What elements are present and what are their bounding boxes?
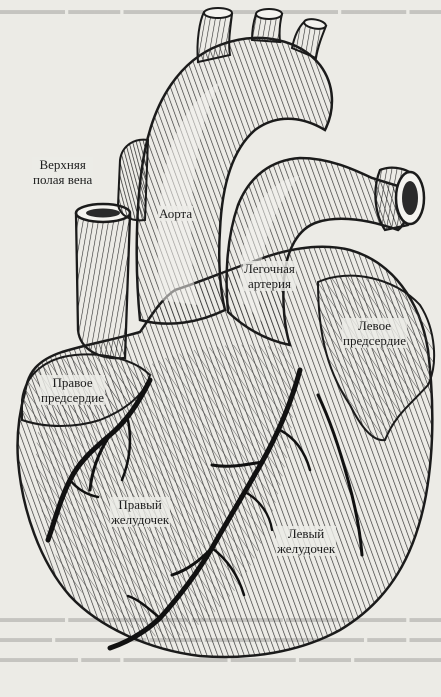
label-aorta: Аорта [158,206,193,221]
label-pulmonary-artery: Легочная артерия [243,261,296,291]
label-right-ventricle: Правый желудочек [110,497,170,527]
label-left-ventricle: Левый желудочек [276,526,336,556]
label-superior-vena-cava: Верхняя полая вена [32,157,93,187]
superior-vena-cava [76,214,130,358]
brachiocephalic-trunk [197,12,232,62]
label-right-atrium: Правое предсердие [40,375,105,405]
label-left-atrium: Левое предсердие [342,318,407,348]
right-pulmonary-branch [118,140,148,221]
